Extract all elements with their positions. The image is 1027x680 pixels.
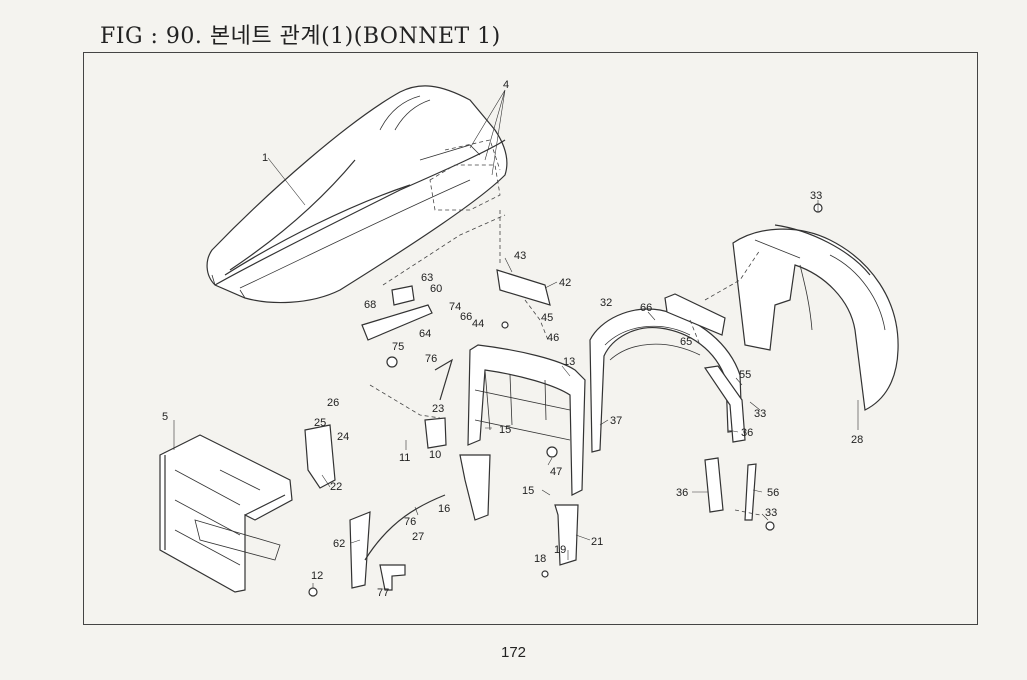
arch-side-strip <box>703 365 757 521</box>
bracket-22 <box>304 424 336 489</box>
callout-66-right: 66 <box>640 302 652 314</box>
callout-63: 63 <box>421 272 433 284</box>
callout-24: 24 <box>337 431 349 443</box>
callout-45: 45 <box>541 312 553 324</box>
callout-18: 18 <box>534 553 546 565</box>
callout-28: 28 <box>851 434 863 446</box>
grommet-47 <box>546 446 558 458</box>
rod-23 <box>434 358 454 401</box>
callout-42: 42 <box>559 277 571 289</box>
rear-fender-cover <box>732 224 899 411</box>
callout-15-lower: 15 <box>522 485 534 497</box>
callout-15: 15 <box>499 424 511 436</box>
callout-1: 1 <box>262 152 268 164</box>
callout-56: 56 <box>767 487 779 499</box>
callout-68: 68 <box>364 299 376 311</box>
callout-36: 36 <box>741 427 753 439</box>
callout-16: 16 <box>438 503 450 515</box>
bolt-33-lower <box>765 521 775 531</box>
bracket-42 <box>496 269 551 306</box>
callout-76: 76 <box>425 353 437 365</box>
callout-12: 12 <box>311 570 323 582</box>
page-number: 172 <box>500 644 527 661</box>
callout-10: 10 <box>429 449 441 461</box>
callout-64: 64 <box>419 328 431 340</box>
bolt-18 <box>541 570 549 578</box>
callout-76-lower: 76 <box>404 516 416 528</box>
front-arch-shell <box>589 308 743 453</box>
callout-44: 44 <box>472 318 484 330</box>
callout-62: 62 <box>333 538 345 550</box>
callout-46: 46 <box>547 332 559 344</box>
callout-11: 11 <box>399 452 410 464</box>
callout-25: 25 <box>314 417 326 429</box>
rod-16 <box>364 494 446 561</box>
callout-37: 37 <box>610 415 622 427</box>
callout-43: 43 <box>514 250 526 262</box>
leader-lines <box>173 89 859 588</box>
callout-labels: 4 1 33 43 42 63 60 68 74 66 44 64 45 46 … <box>162 79 863 599</box>
front-frame <box>467 344 586 496</box>
callout-66: 66 <box>460 311 472 323</box>
callout-55: 55 <box>739 369 751 381</box>
callout-23: 23 <box>432 403 444 415</box>
bracket-parts <box>304 203 823 597</box>
bracket-16 <box>459 454 491 521</box>
callout-36-lower: 36 <box>676 487 688 499</box>
callout-65: 65 <box>680 336 692 348</box>
callout-27: 27 <box>412 531 424 543</box>
bracket-10 <box>424 417 447 449</box>
bonnet-hood <box>206 85 508 304</box>
callout-33-lower: 33 <box>765 507 777 519</box>
knob-75 <box>386 356 398 368</box>
assembly-dashed-lines <box>369 214 761 516</box>
callout-32: 32 <box>600 297 612 309</box>
callout-47: 47 <box>550 466 562 478</box>
main-lower-frame <box>159 434 293 593</box>
callout-4: 4 <box>503 79 509 91</box>
bolt-44 <box>501 321 509 329</box>
callout-77: 77 <box>377 587 389 599</box>
bracket-21 <box>554 504 579 566</box>
callout-22: 22 <box>330 481 342 493</box>
bracket-77 <box>379 564 406 591</box>
callout-5: 5 <box>162 411 168 423</box>
figure-title: FIG : 90. 본네트 관계(1)(BONNET 1) <box>100 24 501 49</box>
bracket-62 <box>349 511 371 589</box>
callout-74: 74 <box>449 301 461 313</box>
bolt-12 <box>308 587 318 597</box>
callout-75: 75 <box>392 341 404 353</box>
callout-26: 26 <box>327 397 339 409</box>
callout-21: 21 <box>591 536 603 548</box>
callout-60: 60 <box>430 283 442 295</box>
diagram-frame <box>83 52 978 625</box>
callout-33: 33 <box>810 190 822 202</box>
callout-33-mid: 33 <box>754 408 766 420</box>
callout-13: 13 <box>563 356 575 368</box>
bracket-63 <box>391 285 415 306</box>
bracket-65 <box>664 293 726 336</box>
hood-latch-area <box>429 139 501 265</box>
callout-19: 19 <box>554 544 566 556</box>
bracket-arm-64 <box>361 304 433 341</box>
